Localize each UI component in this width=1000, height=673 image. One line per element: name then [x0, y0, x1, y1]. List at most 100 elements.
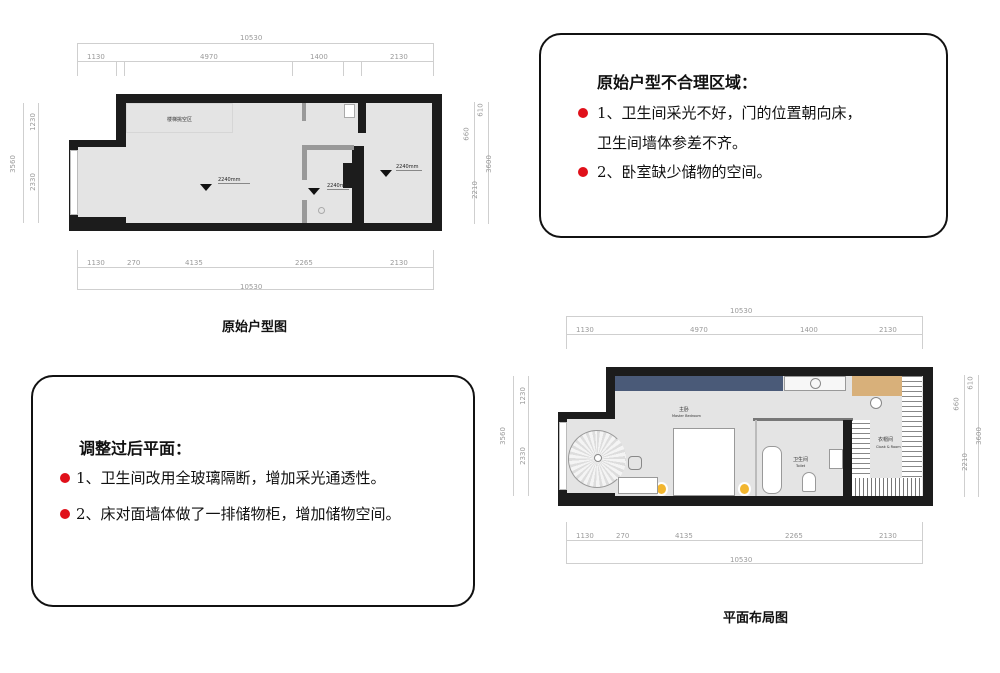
elevation-label: 2240mm	[327, 183, 350, 190]
room-label-cn: 主卧	[679, 407, 690, 413]
desk-icon	[618, 477, 658, 494]
room-label: 楼梯挑空区	[167, 117, 193, 123]
wardrobe-rack	[902, 376, 922, 496]
elevation-label: 2240mm	[218, 177, 250, 184]
bed-icon	[673, 428, 735, 496]
dim-tick	[77, 43, 78, 76]
room-label-en: Toilet	[796, 464, 806, 468]
dim-segment: 660	[952, 397, 961, 411]
dim-segment: 2130	[879, 532, 897, 540]
balcony-floor	[78, 147, 128, 217]
dim-segment: 270	[127, 259, 141, 267]
dim-total-left: 3560	[8, 155, 17, 173]
problems-card: 原始户型不合理区域： 1、卫生间采光不好，门的位置朝向床， 卫生间墙体参差不齐。…	[539, 33, 948, 238]
room-label-en: Master Bedroom	[672, 414, 701, 418]
card-item: 1、卫生间采光不好，门的位置朝向床，	[597, 104, 862, 122]
dim-line	[566, 334, 923, 335]
dim-tick	[292, 61, 293, 76]
layout-plan-caption: 平面布局图	[723, 611, 789, 626]
original-plan-caption: 原始户型图	[222, 320, 288, 335]
room-label-cn: 卫生间	[793, 457, 809, 463]
wood-shelf	[852, 376, 902, 396]
bathroom-wall	[352, 146, 364, 223]
dim-total-bottom: 10530	[240, 283, 263, 291]
dim-line	[38, 103, 39, 223]
dim-line	[566, 540, 923, 541]
dim-segment: 2265	[785, 532, 803, 540]
dim-segment: 2265	[295, 259, 313, 267]
elevation-marker-icon	[308, 188, 320, 195]
balcony-window	[559, 422, 567, 490]
dim-total-top: 10530	[730, 307, 753, 315]
dim-total-top: 10530	[240, 34, 263, 42]
bathroom-wall-jog	[343, 163, 355, 188]
dim-segment: 4135	[675, 532, 693, 540]
room-label-cn: 衣帽间	[878, 437, 894, 443]
dim-tick	[922, 522, 923, 564]
dim-segment: 2330	[518, 447, 527, 465]
bullet-icon	[578, 167, 588, 177]
dim-segment: 2130	[390, 259, 408, 267]
solutions-card: 调整过后平面： 1、卫生间改用全玻璃隔断，增加采光通透性。 2、床对面墙体做了一…	[31, 375, 475, 607]
sink-icon	[810, 378, 821, 389]
dim-tick	[343, 61, 344, 76]
lamp-icon	[738, 482, 751, 496]
main-floor	[126, 103, 432, 223]
balcony-window	[70, 150, 78, 215]
chair-icon	[628, 456, 642, 470]
ottoman-icon	[870, 397, 882, 409]
storage-cabinet-row	[615, 376, 783, 391]
bullet-icon	[60, 473, 70, 483]
bathtub-icon	[762, 446, 782, 494]
wash-basin-icon	[829, 449, 843, 469]
card-title: 原始户型不合理区域：	[597, 73, 758, 92]
wardrobe-rack	[852, 420, 870, 478]
dim-tick	[433, 250, 434, 290]
dim-segment: 4970	[690, 326, 708, 334]
dim-line	[528, 376, 529, 496]
bullet-icon	[60, 509, 70, 519]
floor-drain-icon	[318, 207, 325, 214]
dim-line	[23, 103, 24, 223]
card-item: 1、卫生间改用全玻璃隔断，增加采光通透性。	[76, 469, 386, 487]
dim-tick	[433, 43, 434, 76]
dim-tick	[77, 250, 78, 290]
dim-line	[978, 375, 979, 497]
dim-line	[474, 102, 475, 224]
dim-tick	[361, 61, 362, 76]
dim-tick	[922, 316, 923, 349]
dim-tick	[116, 61, 117, 76]
dim-segment: 1130	[87, 53, 105, 61]
dim-line	[964, 375, 965, 497]
glass-partition	[753, 418, 853, 421]
dim-segment: 610	[476, 103, 485, 117]
dim-line	[77, 61, 434, 62]
glass-partition	[755, 420, 757, 496]
elevation-marker-icon	[380, 170, 392, 177]
dim-segment: 1230	[518, 387, 527, 405]
partition-wall	[358, 103, 366, 133]
dim-segment: 1130	[576, 532, 594, 540]
dim-segment: 1400	[310, 53, 328, 61]
dim-segment: 2130	[879, 326, 897, 334]
dim-segment: 270	[616, 532, 630, 540]
dim-tick	[566, 522, 567, 564]
card-item: 2、卧室缺少储物的空间。	[597, 163, 772, 181]
dim-line	[77, 267, 434, 268]
dim-segment: 2210	[960, 453, 969, 471]
dim-line	[566, 316, 923, 317]
dim-line	[77, 43, 434, 44]
bullet-icon	[578, 108, 588, 118]
dim-line	[488, 102, 489, 224]
dim-line	[513, 376, 514, 496]
dim-line	[566, 563, 923, 564]
dim-segment: 2210	[470, 181, 479, 199]
dim-line	[77, 289, 434, 290]
dim-segment: 610	[966, 376, 975, 390]
room-label-en: Cloak & Room	[876, 445, 901, 449]
partition-stub	[302, 103, 306, 121]
dim-total-bottom: 10530	[730, 556, 753, 564]
dim-segment: 660	[462, 127, 471, 141]
elevation-marker-icon	[200, 184, 212, 191]
card-title: 调整过后平面：	[79, 439, 192, 458]
